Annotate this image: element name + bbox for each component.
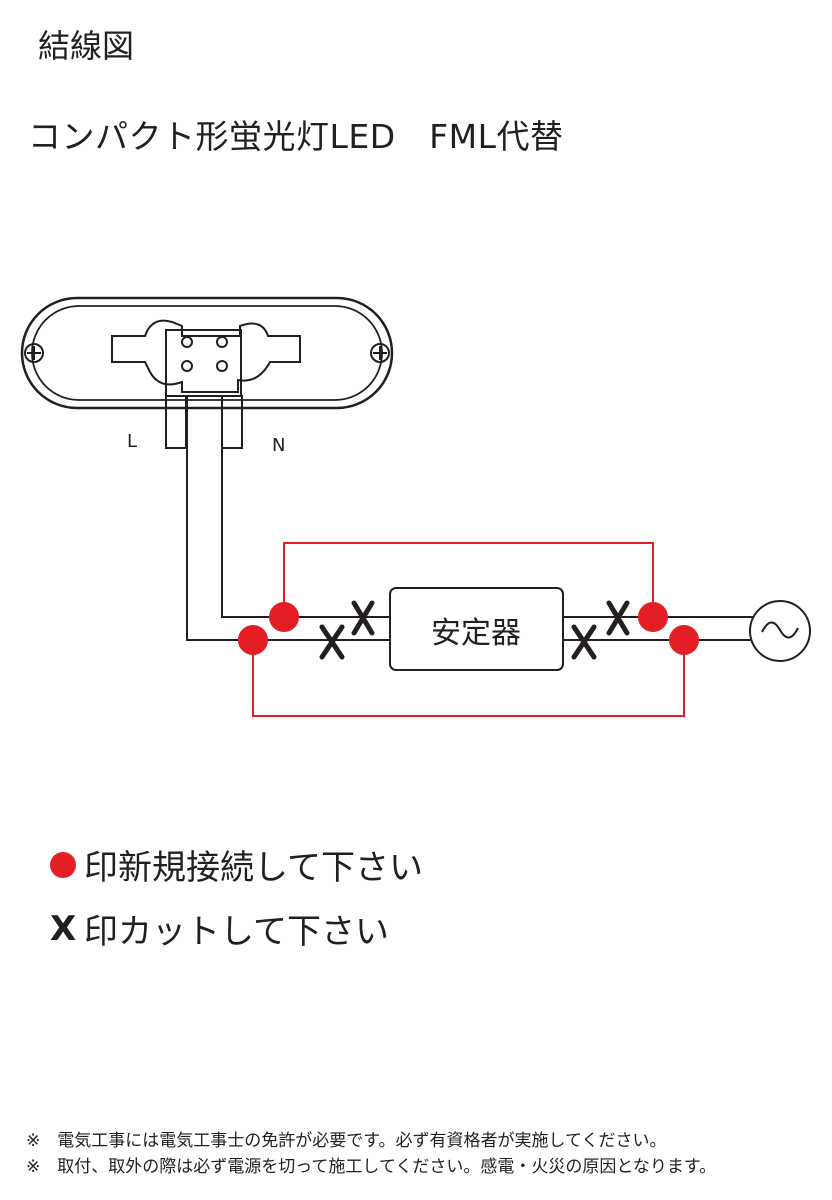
ballast-box [389,587,564,671]
connect-dot [238,625,268,655]
ballast-label: 安定器 [431,616,521,651]
pin [216,336,228,348]
wire-l-lower [186,396,390,641]
lead-tab-l [165,395,187,449]
screw-icon [370,343,390,363]
page-subtitle: コンパクト形蛍光灯LED FML代替 [28,117,564,156]
connect-dot [269,602,299,632]
label-n: N [272,435,285,456]
new-wire-upper [283,542,654,617]
legend-x-text: 印カットして下さい [84,912,389,952]
lead-tab-n [221,395,243,449]
page-title: 結線図 [38,27,135,65]
cut-mark-icon: X [50,908,77,949]
pin [181,336,193,348]
socket-pins [181,336,228,372]
connect-dot [638,602,668,632]
connect-dot [669,625,699,655]
socket-center-body [111,319,301,393]
legend-new-connection: 印新規接続して下さい [50,840,423,889]
legend-cut: X 印カットして下さい [50,904,389,953]
pin [216,360,228,372]
cut-mark-icon [319,624,345,660]
new-wiring [252,542,685,717]
cut-marks [319,600,630,660]
label-l: L [127,431,137,452]
red-dot-icon [50,851,76,878]
caution-note: ※ 電気工事には電気工事士の免許が必要です。必ず有資格者が実施してください。 [26,1131,667,1151]
screw-icon [24,343,44,363]
cut-mark-icon [571,624,597,660]
caution-note: ※ 取付、取外の際は必ず電源を切って施工してください。感電・火災の原因となります… [26,1157,717,1177]
socket-inner-outline [31,305,383,401]
new-wire-lower [252,640,685,717]
wire-n-upper [221,396,390,618]
legend-dot-text: 印新規接続して下さい [84,848,423,888]
ac-source-icon [749,600,811,662]
pin-block [165,329,242,397]
new-connection-points [238,602,699,655]
lamp-socket [20,296,394,449]
cut-mark-icon [606,600,630,636]
socket-outer-outline [20,296,394,410]
pin [181,360,193,372]
cut-mark-icon [351,600,375,636]
